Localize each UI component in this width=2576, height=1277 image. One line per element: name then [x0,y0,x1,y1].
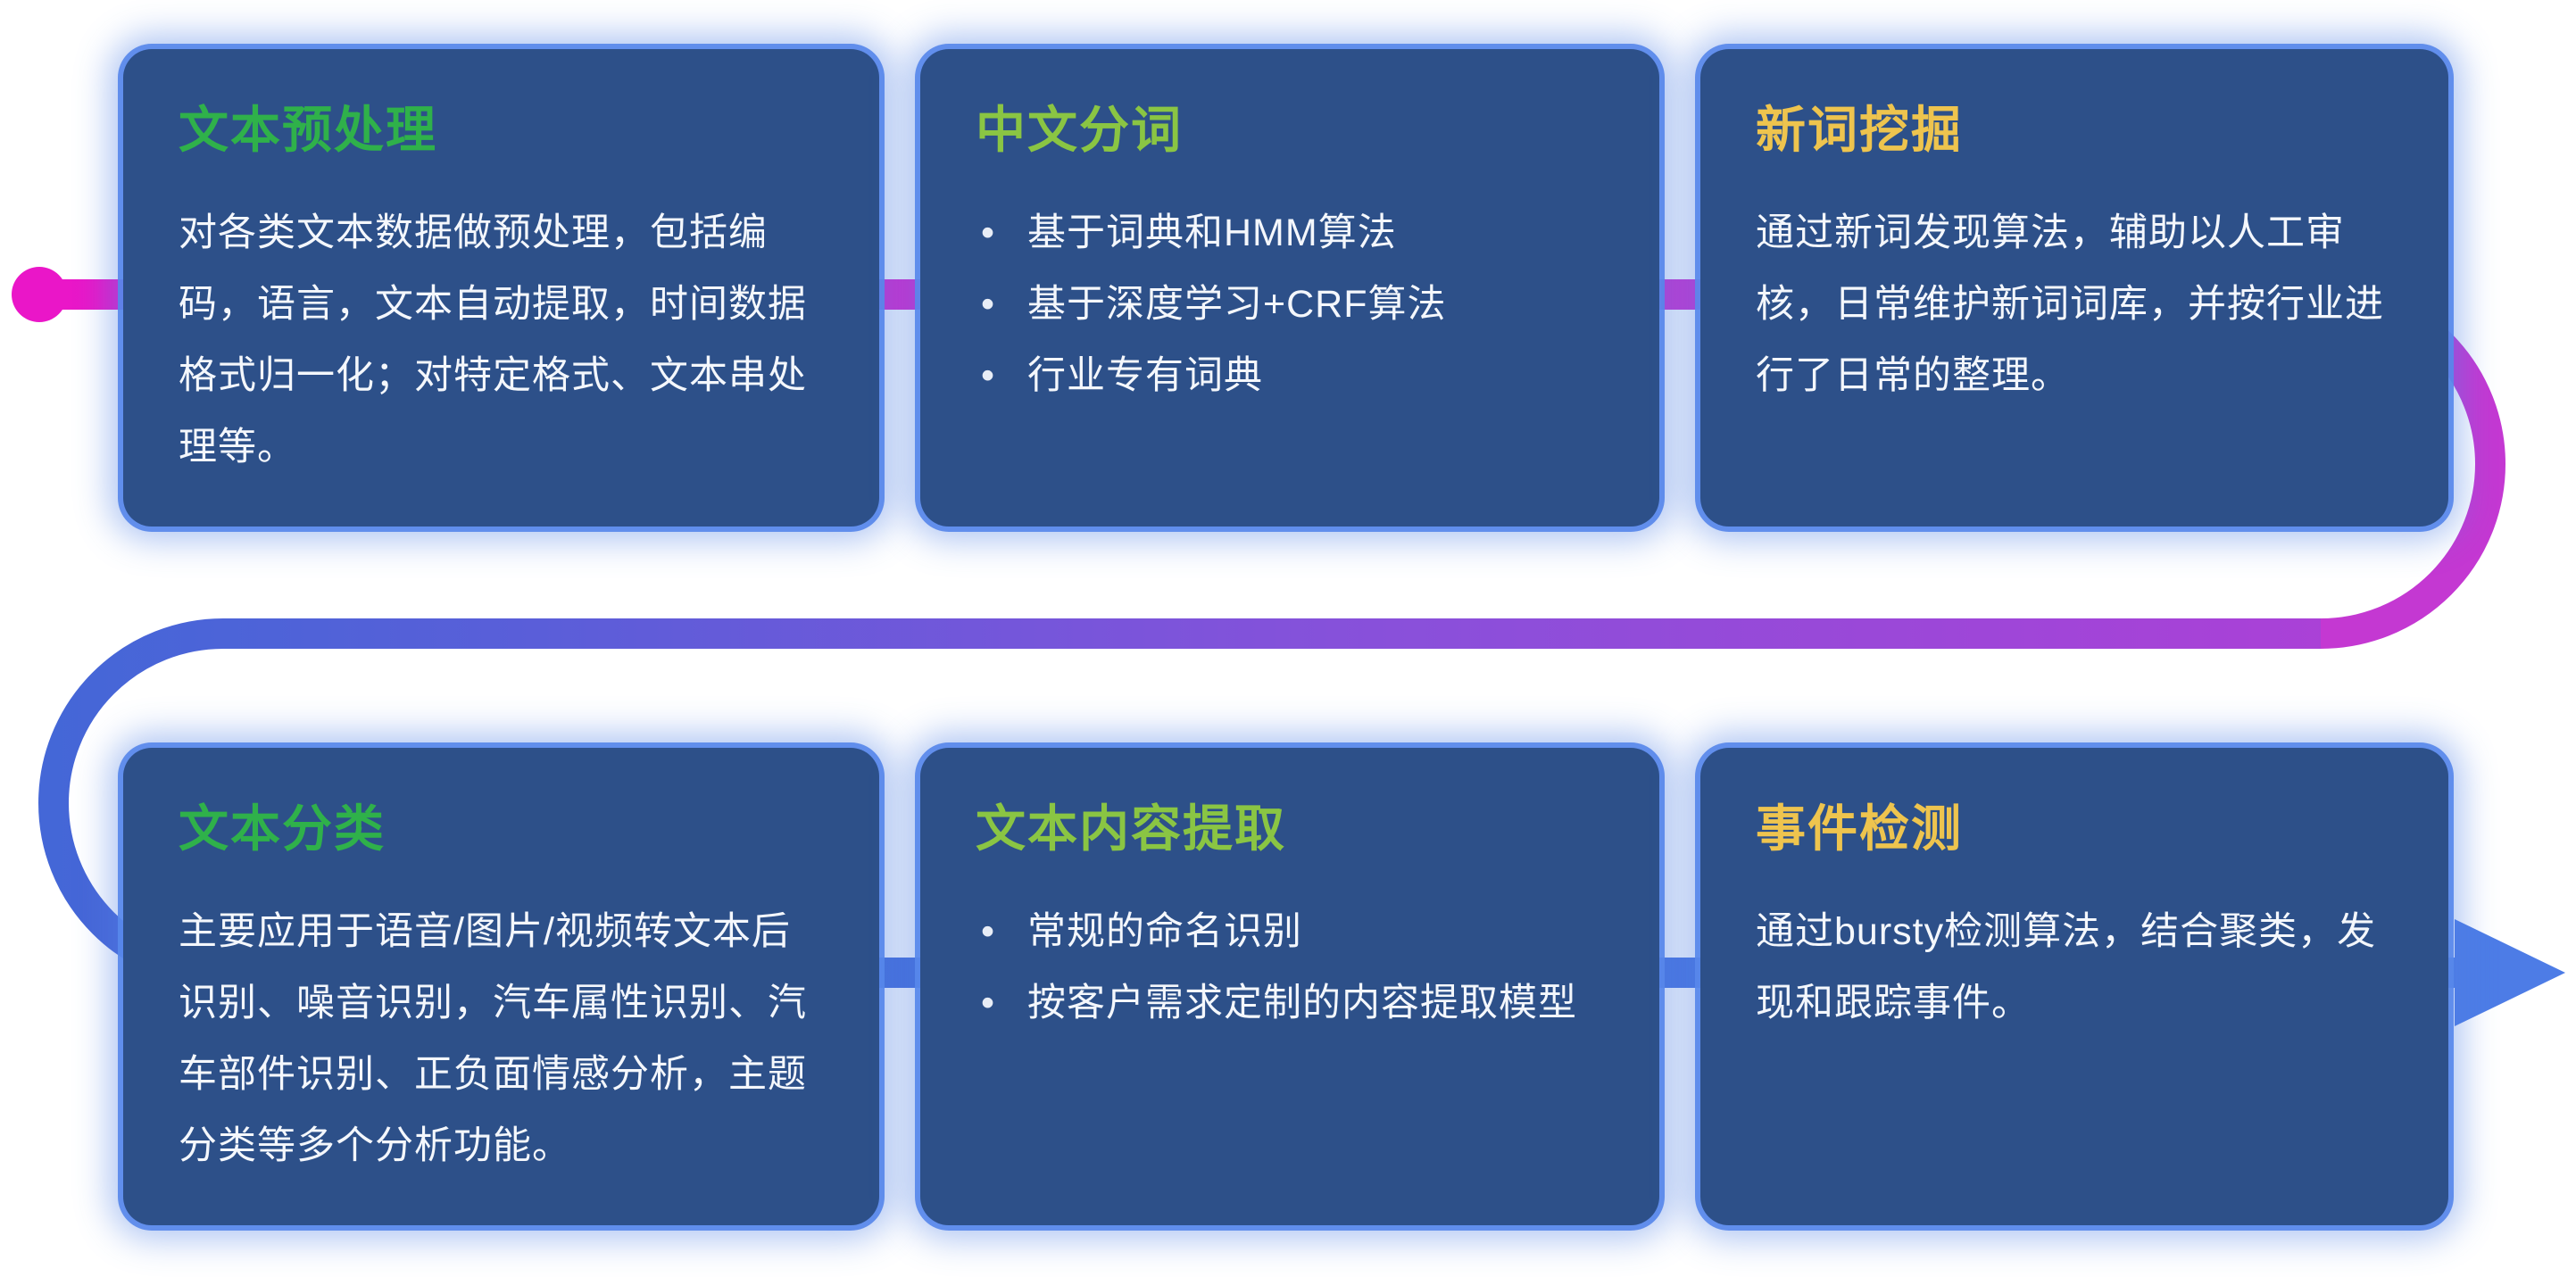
card-title: 中文分词 [976,102,1183,158]
card-text-preprocessing: 文本预处理 对各类文本数据做预处理，包括编码，语言，文本自动提取，时间数据格式归… [123,49,879,527]
card-bullet-list: 基于词典和HMM算法基于深度学习+CRF算法行业专有词典 [976,198,1604,412]
card-title: 文本内容提取 [976,800,1286,857]
card-new-word-mining: 新词挖掘 通过新词发现算法，辅助以人工审核，日常维护新词词库，并按行业进行了日常… [1700,49,2448,527]
bullet-item: 按客户需求定制的内容提取模型 [976,968,1604,1040]
card-event-detection: 事件检测 通过bursty检测算法，结合聚类，发现和跟踪事件。 [1700,748,2448,1225]
card-title: 文本预处理 [179,102,437,158]
bullet-item: 基于词典和HMM算法 [976,198,1604,269]
card-bullet-list: 常规的命名识别按客户需求定制的内容提取模型 [976,897,1604,1040]
bullet-item: 行业专有词典 [976,341,1604,412]
card-title: 新词挖掘 [1756,102,1963,158]
card-title: 事件检测 [1756,800,1963,857]
card-chinese-word-segmentation: 中文分词 基于词典和HMM算法基于深度学习+CRF算法行业专有词典 [920,49,1659,527]
arrow-right-icon [2455,919,2565,1026]
flow-start-dot [12,267,67,322]
card-body: 主要应用于语音/图片/视频转文本后识别、噪音识别，汽车属性识别、汽车部件识别、正… [179,910,807,1167]
card-text-content-extraction: 文本内容提取 常规的命名识别按客户需求定制的内容提取模型 [920,748,1659,1225]
card-title: 文本分类 [179,800,386,857]
card-body: 通过bursty检测算法，结合聚类，发现和跟踪事件。 [1756,910,2377,1024]
bullet-item: 常规的命名识别 [976,897,1604,968]
card-body: 通过新词发现算法，辅助以人工审核，日常维护新词词库，并按行业进行了日常的整理。 [1756,211,2384,397]
card-body: 对各类文本数据做预处理，包括编码，语言，文本自动提取，时间数据格式归一化；对特定… [179,211,807,469]
card-text-classification: 文本分类 主要应用于语音/图片/视频转文本后识别、噪音识别，汽车属性识别、汽车部… [123,748,879,1225]
bullet-item: 基于深度学习+CRF算法 [976,269,1604,341]
